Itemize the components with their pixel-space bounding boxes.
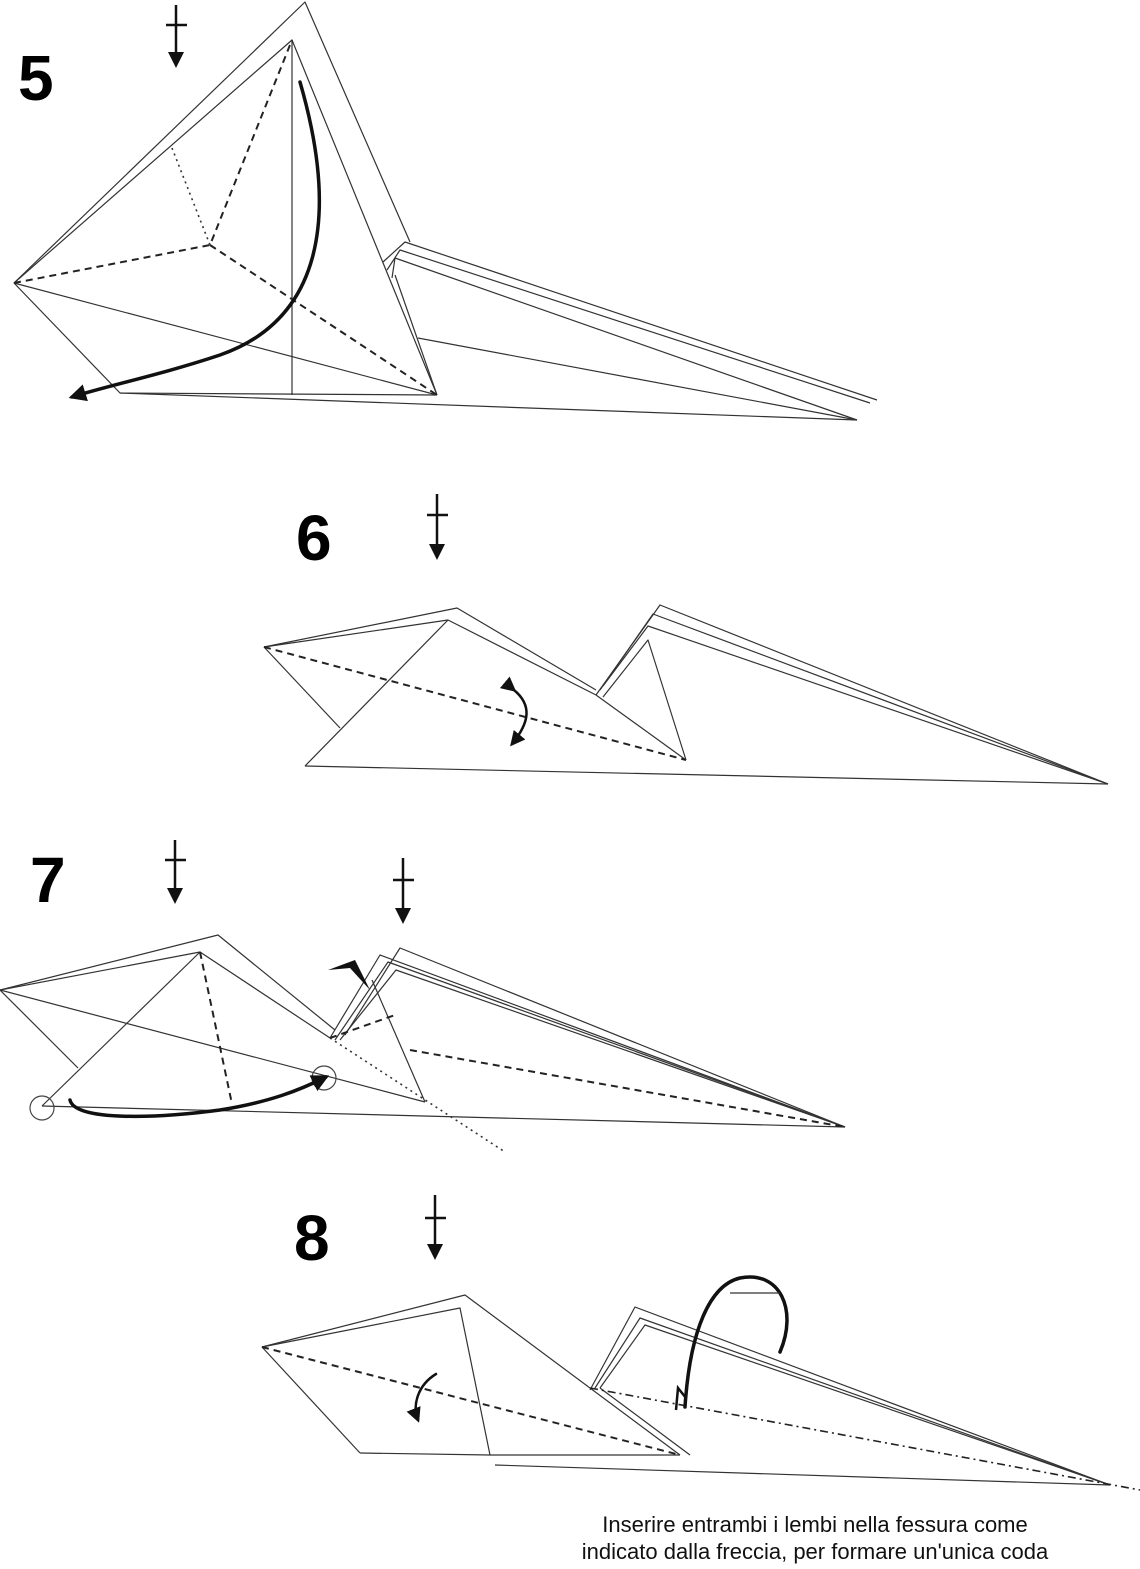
fold-arrow-icon xyxy=(68,1075,330,1119)
caption-line-2: indicato dalla freccia, per formare un'u… xyxy=(581,1539,1049,1564)
view-down-arrow-icon xyxy=(427,494,448,560)
paper-model-8 xyxy=(261,1275,1140,1491)
paper-model-7 xyxy=(0,934,846,1153)
paper-model-6 xyxy=(263,604,1109,785)
step-number-6: 6 xyxy=(296,502,332,574)
view-down-arrow-icon xyxy=(165,840,186,904)
step-number-8: 8 xyxy=(294,1202,330,1274)
push-arrow-icon xyxy=(328,960,370,990)
paper-model-5 xyxy=(13,1,878,421)
view-down-arrow-icon xyxy=(393,858,414,924)
view-down-arrow-icon xyxy=(425,1195,446,1260)
insert-arrow-icon xyxy=(683,1275,789,1409)
step-5: 5 xyxy=(13,1,878,421)
step-number-5: 5 xyxy=(18,42,54,114)
step-7: 7 xyxy=(0,840,846,1153)
view-down-arrow-icon xyxy=(166,5,187,68)
step-6: 6 xyxy=(263,494,1109,785)
double-arrow-icon xyxy=(499,676,528,747)
fold-arrow-icon xyxy=(406,1372,438,1423)
fold-arrow-icon xyxy=(68,80,322,402)
instruction-caption: Inserire entrambi i lembi nella fessura … xyxy=(520,1511,1110,1565)
caption-line-1: Inserire entrambi i lembi nella fessura … xyxy=(602,1512,1028,1537)
step-number-7: 7 xyxy=(30,844,66,916)
step-8: 8 xyxy=(261,1195,1140,1491)
reference-point-icon xyxy=(29,1095,55,1121)
